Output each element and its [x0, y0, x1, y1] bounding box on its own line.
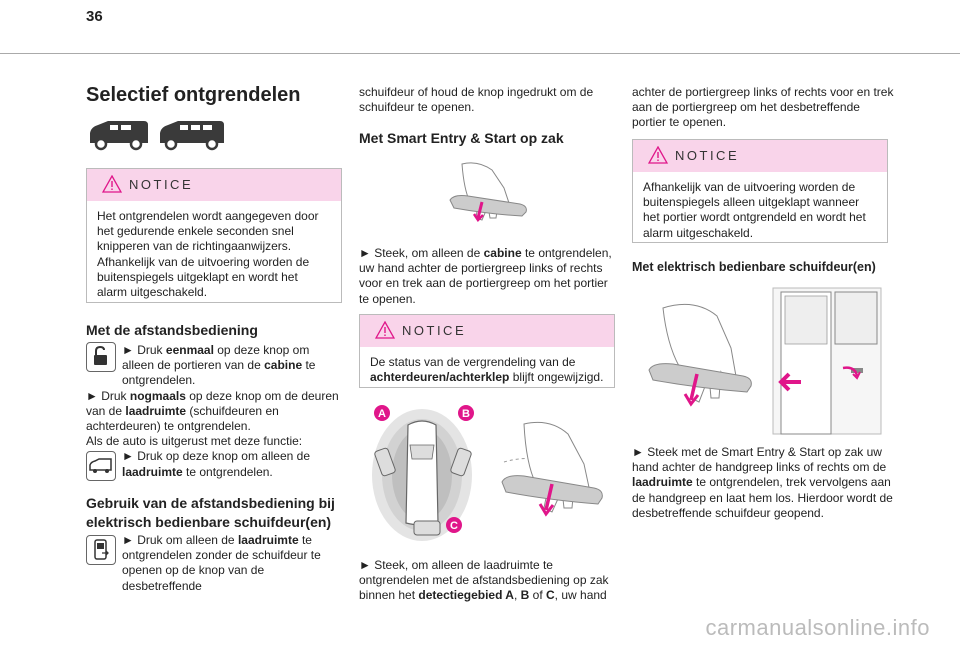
warning-icon [648, 146, 668, 164]
hand-handle-illustration [501, 421, 603, 517]
van-icons [90, 121, 224, 151]
zone-instruction: ► Steek, om alleen de laadruimte te ontg… [359, 558, 609, 603]
notice-title: NOTICE [129, 177, 194, 192]
instruction-3: ► Druk op deze knop om alleen de laadrui… [122, 449, 310, 479]
section-heading: Gebruik van de afstandsbediening bij ele… [86, 495, 335, 530]
continued-text: schuifdeur of houd de knop ingedrukt om … [359, 85, 594, 115]
instruction-1: ► Druk eenmaal op deze knop om alleen de… [122, 343, 316, 388]
notice-title: NOTICE [402, 323, 467, 338]
warning-icon [102, 175, 122, 193]
sliding-door-illustration [648, 287, 882, 435]
notice-header: NOTICE [633, 140, 887, 172]
notice-text: De status van de vergrendeling van de ac… [370, 355, 604, 385]
notice-text: Afhankelijk van de uitvoering worden de … [643, 180, 866, 240]
sliding-door-icon [94, 539, 109, 560]
hand-handle-illustration [449, 162, 527, 222]
notice-box: NOTICE De status van de vergrendeling va… [359, 314, 615, 388]
section-heading: Met de afstandsbediening [86, 322, 258, 338]
section-heading: Met elektrisch bedienbare schuifdeur(en) [632, 260, 876, 274]
instruction-2: ► Druk nogmaals op deze knop om de deure… [86, 388, 339, 434]
instruction-note: Als de auto is uitgerust met deze functi… [86, 434, 303, 449]
header-divider [0, 53, 960, 54]
page-number: 36 [86, 8, 103, 25]
remote-instructions: ► Druk eenmaal op deze knop om alleen de… [86, 343, 344, 480]
warning-icon [375, 321, 395, 339]
notice-header: NOTICE [87, 169, 341, 201]
smart-entry-instruction: ► Steek, om alleen de cabine te ontgrend… [359, 246, 612, 306]
zone-c-label: C [450, 520, 458, 532]
unlock-icon [94, 345, 107, 365]
van-icon [160, 121, 224, 151]
footer-watermark: carmanualsonline.info [705, 615, 930, 640]
notice-box: NOTICE Afhankelijk van de uitvoering wor… [632, 139, 888, 243]
notice-paragraph: Het ontgrendelen wordt aangegeven door h… [97, 209, 319, 254]
section-heading: Met Smart Entry & Start op zak [359, 130, 564, 146]
notice-box: NOTICE Het ontgrendelen wordt aangegeven… [86, 168, 342, 303]
zone-b-label: B [462, 408, 470, 420]
notice-text: Het ontgrendelen wordt aangegeven door h… [87, 201, 341, 308]
sliding-door-button-icon [86, 535, 116, 565]
notice-header: NOTICE [360, 315, 614, 347]
continued-text: achter de portiergreep links of rechts v… [632, 85, 894, 130]
notice-paragraph: Afhankelijk van de uitvoering worden de … [97, 254, 310, 300]
page-title: Selectief ontgrendelen [86, 84, 301, 106]
notice-title: NOTICE [675, 148, 740, 163]
zone-a-label: A [378, 408, 386, 420]
van-icon [90, 121, 148, 151]
lock-button-icon [86, 342, 116, 372]
detection-zone-illustration: A B C [372, 405, 474, 541]
van-rear-icon [89, 458, 112, 473]
sliding-door-smart-entry-instruction: ► Steek met de Smart Entry & Start op za… [632, 445, 893, 520]
sliding-door-instruction: ► Druk om alleen de laadruimte te ontgre… [122, 533, 321, 593]
rear-unlock-button-icon [86, 451, 116, 481]
